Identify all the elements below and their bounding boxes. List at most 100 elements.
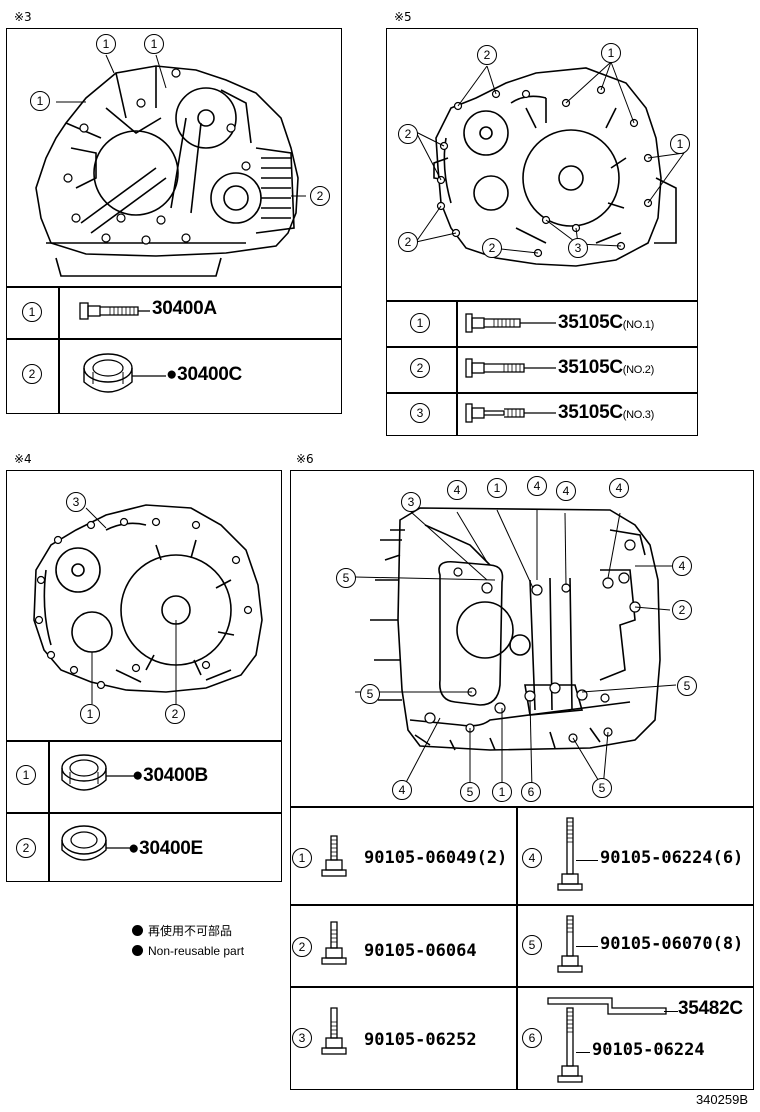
- section-5-row-1-note: (NO.1): [622, 319, 655, 331]
- legend-en: Non-reusable part: [132, 944, 244, 958]
- section-6-callout-5-left-top: 5: [336, 568, 356, 588]
- section-6-row-3-part: 90105-06252: [364, 1030, 477, 1050]
- section-6-callout-4-right: 4: [672, 556, 692, 576]
- section-6-row-6-plate-leader: [664, 1011, 678, 1012]
- section-3-transaxle-drawing: [35, 54, 306, 277]
- section-6-label: ※6: [296, 452, 314, 466]
- section-6-row-5-part: 90105-06070(8): [600, 934, 744, 954]
- section-4-row-1-bearing-icon: [61, 754, 138, 791]
- section-5-row-1-part: 35105C(NO.1): [558, 312, 654, 334]
- section-6-row-3-bolt-icon: [321, 1007, 347, 1055]
- section-3-row-1-num: 1: [22, 302, 42, 322]
- section-6-callout-5-bottom-a: 5: [460, 782, 480, 802]
- section-6-row-1-part: 90105-06049(2): [364, 848, 508, 868]
- section-3-callout-1a: 1: [96, 34, 116, 54]
- section-6-row-5-leader: [576, 946, 598, 947]
- section-4-row-1-num: 1: [16, 765, 36, 785]
- section-5-label: ※5: [394, 10, 412, 24]
- section-6-callout-4-bottom: 4: [392, 780, 412, 800]
- section-6-row-1-num: 1: [292, 848, 312, 868]
- section-6-col-divider-mid: [516, 806, 518, 1090]
- section-5-callout-3: 3: [568, 238, 588, 258]
- legend-en-text: Non-reusable part: [148, 944, 245, 958]
- section-5-row-2-part-number: 35105C: [558, 357, 623, 378]
- section-6-callout-4b: 4: [527, 476, 547, 496]
- section-5-row-2-num: 2: [410, 358, 430, 378]
- legend-jp: 再使用不可部品: [132, 922, 232, 939]
- section-5-callout-2-left: 2: [398, 124, 418, 144]
- section-3-frame: [6, 28, 342, 414]
- section-5-row-3-part-number: 35105C: [558, 402, 623, 423]
- section-3-callout-1b: 1: [144, 34, 164, 54]
- section-5-row-2-note: (NO.2): [622, 364, 655, 376]
- section-5-frame: [386, 28, 698, 436]
- section-6-row-5-bolt-icon: [557, 915, 583, 973]
- section-5-row-3-num: 3: [410, 403, 430, 423]
- section-5-row-3-bolt-icon: [465, 403, 556, 423]
- section-3-row-2-oil-seal-icon: [83, 353, 166, 393]
- section-5-col-divider: [456, 300, 458, 436]
- section-6-row-6-part: 35482C: [678, 998, 743, 1019]
- section-5-case-drawing: [415, 61, 685, 267]
- section-4-row-2-bearing-icon: [61, 825, 134, 861]
- section-6-row-4-part: 90105-06224(6): [600, 848, 744, 868]
- legend-dot-icon: [132, 945, 143, 956]
- section-5-row-2-bolt-icon: [465, 358, 556, 378]
- section-4-callout-2: 2: [165, 704, 185, 724]
- section-6-row-1-bolt-icon: [321, 835, 347, 877]
- section-5-callout-1-top: 1: [601, 43, 621, 63]
- section-4-frame: [6, 470, 282, 882]
- figure-code: 340259B: [695, 1092, 748, 1107]
- section-6-callout-6: 6: [521, 782, 541, 802]
- section-6-valve-body-drawing: [354, 507, 677, 791]
- section-6-callout-5-bottom-b: 5: [592, 778, 612, 798]
- section-4-divider-1: [6, 740, 282, 742]
- section-6-row-6-plate-icon: [547, 997, 667, 1015]
- section-4-callout-1: 1: [80, 704, 100, 724]
- section-6-divider-2: [290, 904, 754, 906]
- section-6-row-6-num: 6: [522, 1028, 542, 1048]
- section-3-label: ※3: [14, 10, 32, 24]
- section-5-divider-2: [386, 346, 698, 348]
- section-3-col-divider: [58, 286, 60, 414]
- section-5-row-1-num: 1: [410, 313, 430, 333]
- section-6-row-4-leader: [576, 860, 598, 861]
- section-3-row-1-part: 30400A: [152, 298, 217, 319]
- section-6-row-5-num: 5: [522, 935, 542, 955]
- section-6-callout-4c: 4: [556, 481, 576, 501]
- section-5-row-3-part: 35105C(NO.3): [558, 402, 654, 424]
- section-6-callout-5-right: 5: [677, 676, 697, 696]
- section-6-callout-4d: 4: [609, 478, 629, 498]
- legend-jp-text: 再使用不可部品: [148, 924, 233, 938]
- section-6-frame: [290, 470, 754, 1090]
- section-5-divider-3: [386, 392, 698, 394]
- section-4-divider-2: [6, 812, 282, 814]
- section-6-divider-3: [290, 986, 754, 988]
- section-6-row-6-part2: 90105-06224: [592, 1040, 705, 1060]
- section-6-row-6-bolt-leader: [576, 1052, 590, 1053]
- section-5-row-3-note: (NO.3): [622, 409, 655, 421]
- section-4-row-1-part: ●30400B: [132, 765, 208, 786]
- section-5-callout-1-right: 1: [670, 134, 690, 154]
- section-6-row-2-num: 2: [292, 937, 312, 957]
- legend-dot-icon: [132, 925, 143, 936]
- section-6-row-4-num: 4: [522, 848, 542, 868]
- section-6-callout-4a: 4: [447, 480, 467, 500]
- section-6-row-6-bolt-icon: [557, 1007, 583, 1083]
- section-3-divider-top: [6, 286, 342, 288]
- section-3-row-2-num: 2: [22, 364, 42, 384]
- section-6-row-3-num: 3: [292, 1028, 312, 1048]
- section-5-row-2-part: 35105C(NO.2): [558, 357, 654, 379]
- section-6-row-2-part: 90105-06064: [364, 941, 477, 961]
- section-3-callout-1c: 1: [30, 91, 50, 111]
- section-5-divider-1: [386, 300, 698, 302]
- section-6-callout-1-top: 1: [487, 478, 507, 498]
- section-5-callout-2-bottom-left: 2: [398, 232, 418, 252]
- section-3-divider-mid: [6, 338, 342, 340]
- section-3-row-1-bolt-icon: [79, 302, 150, 320]
- section-6-callout-3: 3: [401, 492, 421, 512]
- section-6-divider-1: [290, 806, 754, 808]
- section-6-callout-5-left-mid: 5: [360, 684, 380, 704]
- section-5-row-1-bolt-icon: [465, 313, 556, 333]
- section-5-row-1-part-number: 35105C: [558, 312, 623, 333]
